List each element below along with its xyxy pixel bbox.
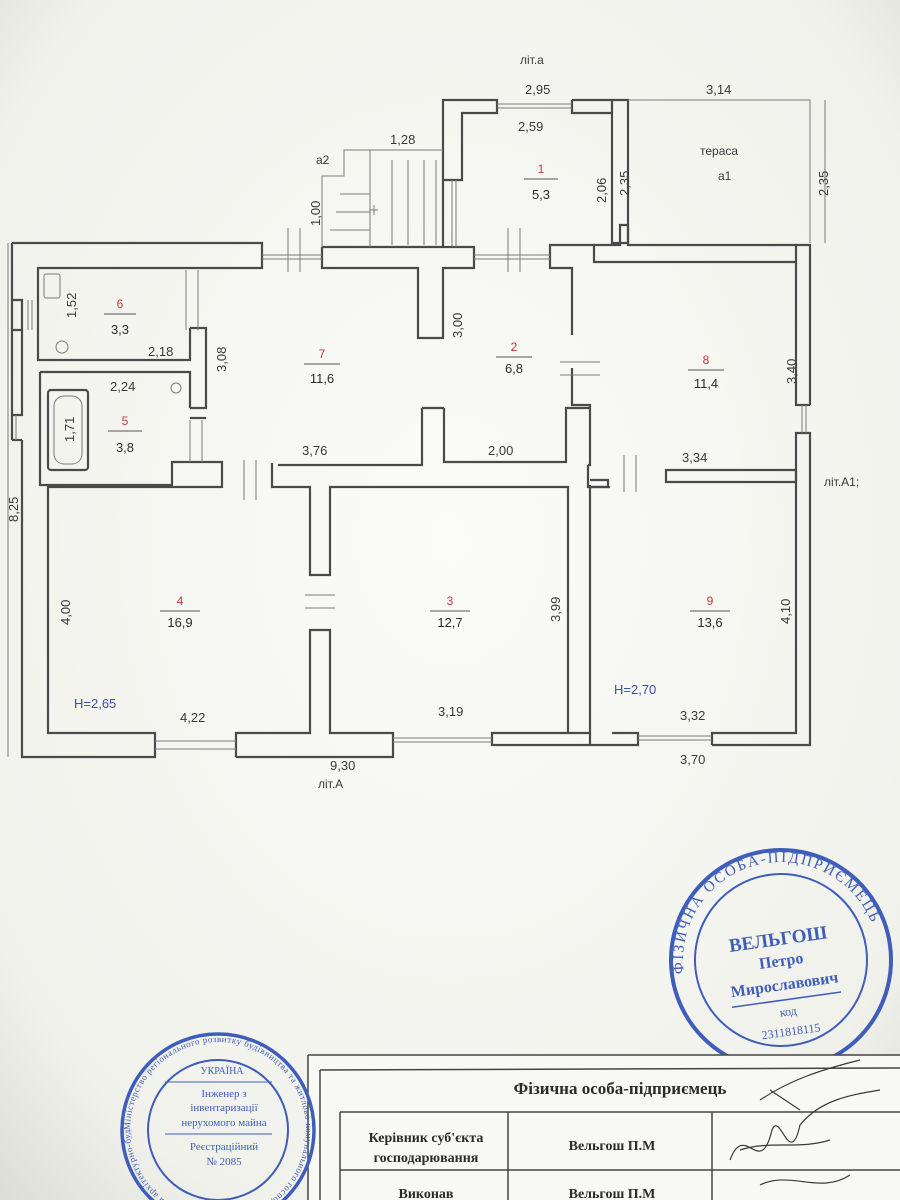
dim-1-52: 1,52 <box>64 293 79 318</box>
stamp-left-line4: Реєстраційний <box>190 1141 258 1153</box>
dim-2-24: 2,24 <box>110 379 135 394</box>
dim-4-00: 4,00 <box>58 600 73 625</box>
plan-labels: літ.а літ.А літ.А1; а2 тераса а1 Н=2,65 … <box>74 53 859 791</box>
room-number: 5 <box>122 414 129 428</box>
label-lit-A: літ.А <box>318 777 343 791</box>
dim-3-19: 3,19 <box>438 704 463 719</box>
table-row1-label-b: господарювання <box>374 1151 479 1166</box>
dim-1-71: 1,71 <box>62 417 77 442</box>
dim-2-18: 2,18 <box>148 344 173 359</box>
terrace-name: тераса <box>700 144 738 158</box>
bathtub-icon <box>46 388 90 472</box>
dim-2-00: 2,00 <box>488 443 513 458</box>
signature <box>729 1089 881 1186</box>
label-a2: а2 <box>316 153 330 167</box>
dim-3-99: 3,99 <box>548 597 563 622</box>
room-number: 7 <box>319 347 326 361</box>
room-7: 7 11,6 <box>304 347 340 386</box>
room-area: 6,8 <box>505 361 523 376</box>
dim-2-06: 2,06 <box>594 178 609 203</box>
dim-1-28: 1,28 <box>390 132 415 147</box>
room-number: 9 <box>707 594 714 608</box>
title-block-table: Фізична особа-підприємець Керівник суб'є… <box>307 1054 900 1200</box>
dim-3-00: 3,00 <box>450 313 465 338</box>
dim-8-25: 8,25 <box>6 497 21 522</box>
room-area: 16,9 <box>167 615 192 630</box>
label-lit-A1: літ.А1; <box>824 475 859 489</box>
room-1: 1 5,3 <box>524 162 558 202</box>
dim-3-34: 3,34 <box>682 450 707 465</box>
room-area: 3,8 <box>116 440 134 455</box>
dim-1-00: 1,00 <box>308 201 323 226</box>
height-left: Н=2,65 <box>74 696 116 711</box>
dim-2-59: 2,59 <box>518 119 543 134</box>
terrace-code: а1 <box>718 169 732 183</box>
table-row2-value: Вельгош П.М <box>569 1187 656 1200</box>
height-right: Н=2,70 <box>614 682 656 697</box>
room-number: 2 <box>511 340 518 354</box>
room-3: 3 12,7 <box>430 594 470 630</box>
boiler-icon <box>170 382 182 394</box>
room-area: 13,6 <box>697 615 722 630</box>
room-area: 3,3 <box>111 322 129 337</box>
room-area: 11,6 <box>310 371 334 386</box>
table-row2-label: Виконав <box>399 1187 454 1200</box>
room-number: 1 <box>538 162 545 176</box>
table-title: Фізична особа-підприємець <box>514 1079 727 1098</box>
room-number: 4 <box>177 594 184 608</box>
room-labels: 1 5,3 2 6,8 3 12,7 4 16,9 5 3,8 6 3,3 <box>104 162 730 630</box>
dim-2-35-b: 2,35 <box>816 171 831 196</box>
stamp-left-line5: № 2085 <box>206 1156 242 1168</box>
dim-3-32: 3,32 <box>680 708 705 723</box>
room-2: 2 6,8 <box>496 340 532 376</box>
dim-3-76: 3,76 <box>302 443 327 458</box>
room-4: 4 16,9 <box>160 594 200 630</box>
room-number: 3 <box>447 594 454 608</box>
dim-4-10: 4,10 <box>778 599 793 624</box>
dim-2-35-a: 2,35 <box>617 171 632 196</box>
table-row1-label-a: Керівник суб'єкта <box>369 1131 484 1146</box>
dim-3-08: 3,08 <box>214 347 229 372</box>
stamp-left-line1: Інженер з <box>201 1088 246 1100</box>
room-area: 5,3 <box>532 187 550 202</box>
sink-icon <box>43 273 61 299</box>
room-number: 8 <box>703 353 710 367</box>
room-9: 9 13,6 <box>690 594 730 630</box>
dim-4-22: 4,22 <box>180 710 205 725</box>
stamp-right-code-label: код <box>779 1003 798 1019</box>
room-5: 5 3,8 <box>108 414 142 455</box>
dim-3-40: 3,40 <box>784 359 799 384</box>
stamp-left-line2: інвентаризації <box>190 1102 258 1114</box>
dim-3-70: 3,70 <box>680 752 705 767</box>
dim-3-14: 3,14 <box>706 82 731 97</box>
stamp-left-country: УКРАЇНА <box>200 1065 244 1077</box>
walls <box>7 98 826 759</box>
room-8: 8 11,4 <box>688 353 724 391</box>
dimensions: 2,95 3,14 2,59 1,28 2,06 2,35 2,35 1,00 … <box>6 82 831 773</box>
room-area: 11,4 <box>694 376 718 391</box>
room-6: 6 3,3 <box>104 297 136 337</box>
room-number: 6 <box>117 297 124 311</box>
stamp-left-line3: нерухомого майна <box>181 1117 266 1129</box>
toilet-icon <box>55 340 69 354</box>
dim-9-30: 9,30 <box>330 758 355 773</box>
label-lit-a-small: літ.а <box>520 53 544 67</box>
stamp-right-name2: Петро <box>758 950 804 973</box>
table-row1-value: Вельгош П.М <box>569 1139 656 1154</box>
room-area: 12,7 <box>437 615 462 630</box>
dim-2-95: 2,95 <box>525 82 550 97</box>
